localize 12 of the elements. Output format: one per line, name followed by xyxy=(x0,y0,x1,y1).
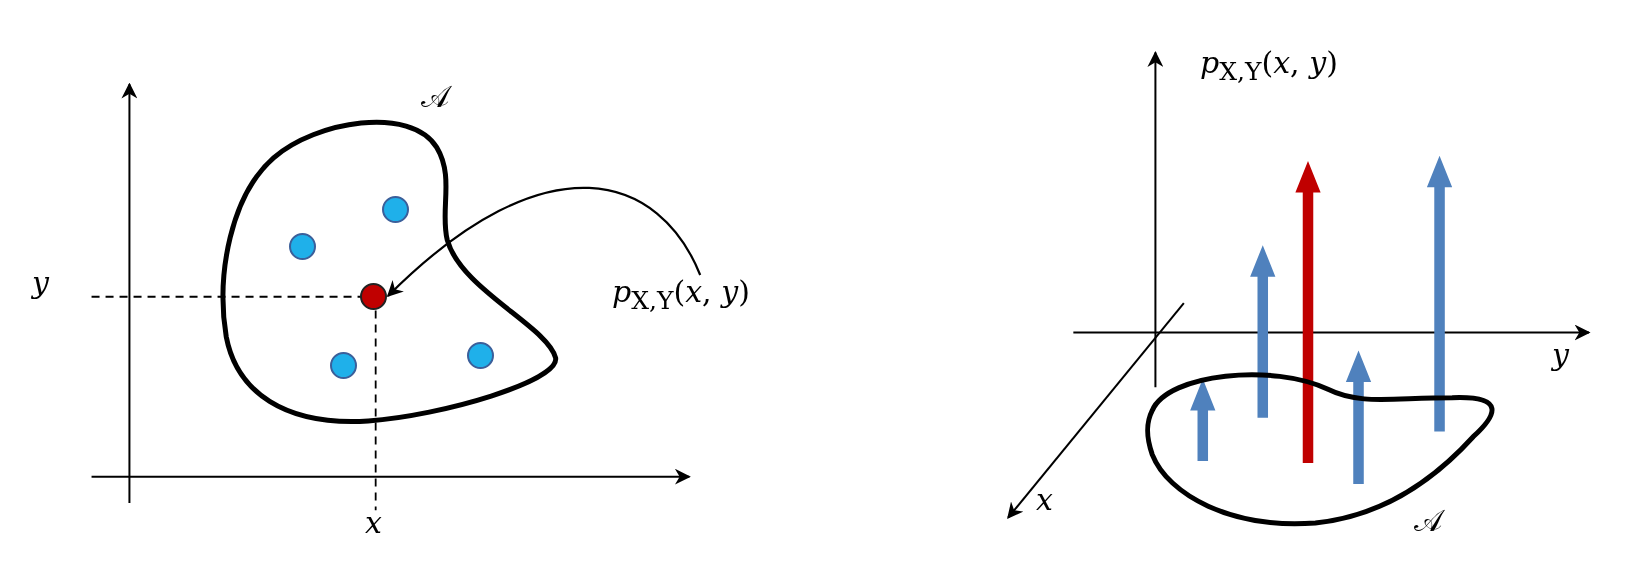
axis-label: x xyxy=(1036,485,1053,515)
axis-label: x xyxy=(365,508,382,538)
density-label: p$_{X,Y}$(x, y) xyxy=(612,277,750,313)
sample-point xyxy=(467,342,495,370)
axis-label: y xyxy=(32,268,49,298)
sample-point xyxy=(329,351,357,379)
sample-point xyxy=(288,232,316,260)
density-axis-label: p$_{X,Y}$(x, y) xyxy=(1200,48,1338,84)
axis-label: y xyxy=(1552,340,1569,370)
selected-point xyxy=(360,283,388,311)
sample-point xyxy=(382,195,410,223)
leader-line xyxy=(386,186,702,297)
